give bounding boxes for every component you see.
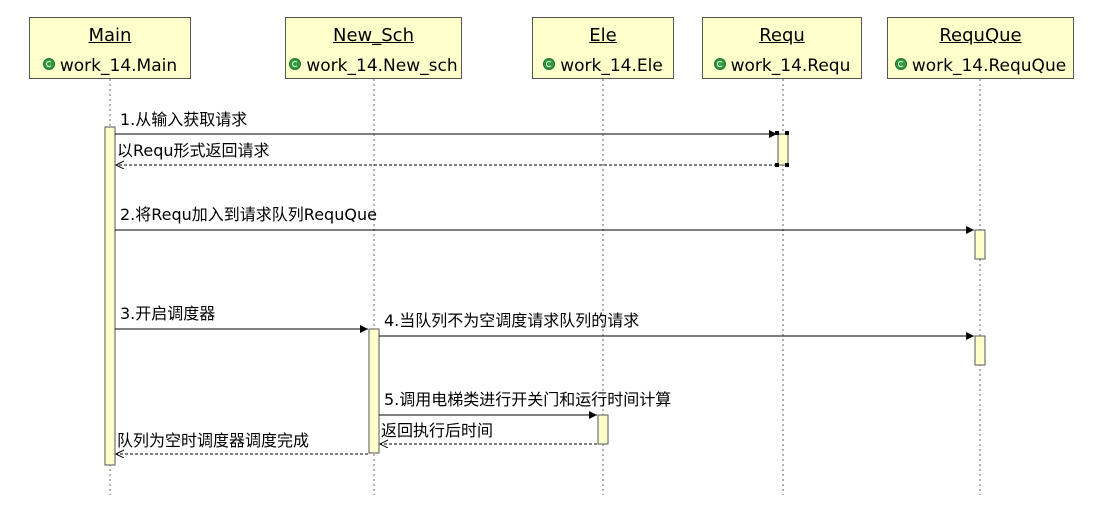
return-label-5[interactable]: 返回执行后时间	[381, 421, 494, 440]
class-icon	[894, 58, 907, 70]
lifeline-requ-name: Requ	[759, 25, 805, 46]
message-label-4[interactable]: 4.当队列不为空调度请求队列的请求	[384, 311, 640, 330]
message-label-1[interactable]: 1.从输入获取请求	[120, 110, 248, 129]
activation-requque-1	[974, 229, 986, 260]
lifeline-main-name: Main	[88, 25, 132, 46]
class-icon	[42, 58, 55, 70]
lifeline-requ-class: work_14.Requ	[730, 56, 851, 76]
class-icon	[543, 58, 556, 70]
return-label-3[interactable]: 队列为空时调度器调度完成	[117, 431, 310, 450]
lifeline-new-sch[interactable]: New_Sch work_14.New_sch	[285, 17, 462, 79]
activation-requque-2	[974, 335, 986, 366]
return-label-1[interactable]: 以Requ形式返回请求	[117, 141, 270, 160]
lifeline-ele[interactable]: Ele work_14.Ele	[532, 17, 674, 79]
lifeline-ele-class: work_14.Ele	[560, 56, 663, 76]
lifeline-new-sch-class: work_14.New_sch	[306, 56, 458, 76]
class-icon	[289, 58, 302, 70]
lifeline-requ[interactable]: Requ work_14.Requ	[702, 17, 862, 79]
lifeline-requque-name: RequQue	[939, 25, 1022, 46]
lifeline-requque-class: work_14.RequQue	[911, 56, 1067, 76]
class-icon	[713, 58, 726, 70]
lifeline-ele-name: Ele	[589, 25, 617, 46]
message-label-5[interactable]: 5.调用电梯类进行开关门和运行时间计算	[384, 390, 672, 409]
activation-requ	[777, 133, 789, 166]
message-label-3[interactable]: 3.开启调度器	[120, 304, 216, 323]
lifeline-main-class: work_14.Main	[59, 56, 178, 76]
lifeline-new-sch-name: New_Sch	[333, 25, 414, 46]
activation-main	[104, 126, 116, 466]
activation-ele	[597, 414, 609, 445]
lifeline-main[interactable]: Main work_14.Main	[29, 17, 191, 79]
lifeline-requque[interactable]: RequQue work_14.RequQue	[887, 17, 1074, 79]
activation-new-sch	[368, 328, 380, 454]
message-label-2[interactable]: 2.将Requ加入到请求队列RequQue	[120, 205, 377, 224]
